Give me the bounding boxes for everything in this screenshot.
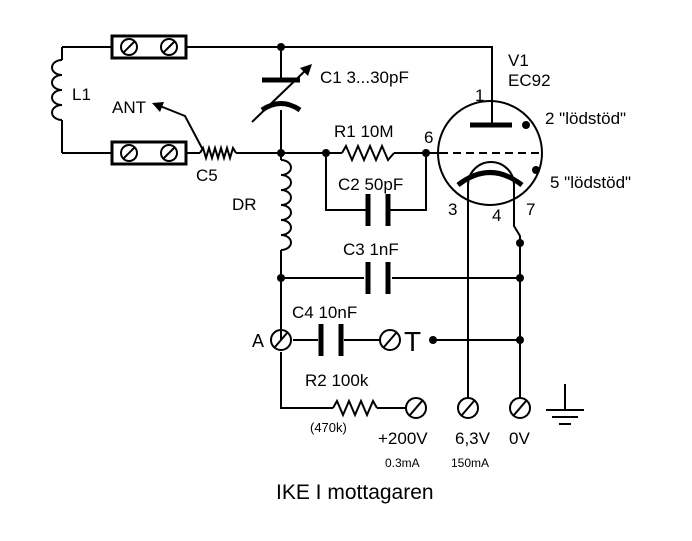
label-6v3: 6,3V bbox=[455, 429, 491, 448]
label-v1-name: V1 bbox=[508, 51, 529, 70]
label-6v3-current: 150mA bbox=[451, 456, 489, 470]
terminal-200v bbox=[405, 397, 427, 419]
label-r2-alt: (470k) bbox=[310, 420, 347, 435]
terminal-block-bottom bbox=[110, 140, 188, 166]
pin-4: 4 bbox=[492, 206, 501, 225]
label-0v: 0V bbox=[509, 429, 530, 448]
choke-dr bbox=[280, 159, 292, 251]
junction-dots bbox=[277, 43, 524, 344]
label-200v-current: 0.3mA bbox=[385, 456, 420, 470]
pin-1: 1 bbox=[475, 86, 484, 105]
resistor-r2 bbox=[332, 398, 378, 418]
capacitor-c3 bbox=[365, 262, 391, 294]
terminal-t-screw bbox=[379, 329, 401, 351]
resistor-r1 bbox=[341, 143, 395, 163]
capacitor-c2 bbox=[362, 194, 394, 226]
label-200v: +200V bbox=[378, 429, 428, 448]
label-c1: C1 3...30pF bbox=[320, 68, 409, 87]
label-c5: C5 bbox=[196, 166, 218, 185]
pin-3: 3 bbox=[448, 200, 457, 219]
pin-5: 5 "lödstöd" bbox=[550, 173, 631, 192]
capacitor-c5-gimmick bbox=[199, 144, 237, 162]
terminal-labels: A T +200V 0.3mA 6,3V 150mA 0V bbox=[252, 326, 530, 470]
label-c2: C2 50pF bbox=[338, 175, 403, 194]
tube-ec92 bbox=[437, 100, 543, 206]
label-c4: C4 10nF bbox=[292, 303, 357, 322]
capacitor-c4 bbox=[318, 324, 344, 356]
pin-2: 2 "lödstöd" bbox=[545, 109, 626, 128]
label-v1-type: EC92 bbox=[508, 71, 551, 90]
wires bbox=[61, 46, 521, 409]
ground-symbol bbox=[546, 384, 584, 425]
diagram-title: IKE I mottagaren bbox=[276, 481, 434, 504]
terminal-block-top bbox=[110, 34, 188, 60]
label-l1: L1 bbox=[72, 85, 91, 104]
label-r2: R2 100k bbox=[305, 371, 369, 390]
label-terminal-a: A bbox=[252, 331, 264, 351]
pin-labels: 1 2 "lödstöd" 5 "lödstöd" 6 3 4 7 bbox=[424, 86, 631, 225]
component-labels: L1 ANT C5 C1 3...30pF V1 EC92 R1 10M C2 … bbox=[72, 51, 551, 435]
inductor-l1 bbox=[51, 59, 63, 121]
label-terminal-t: T bbox=[404, 326, 421, 357]
label-r1: R1 10M bbox=[334, 122, 394, 141]
terminal-6v3 bbox=[457, 397, 479, 419]
pin-7: 7 bbox=[526, 200, 535, 219]
label-dr: DR bbox=[232, 195, 257, 214]
pin-6: 6 bbox=[424, 128, 433, 147]
antenna-lead bbox=[152, 102, 204, 151]
variable-capacitor-c1 bbox=[251, 64, 312, 123]
terminal-0v bbox=[509, 397, 531, 419]
label-ant: ANT bbox=[112, 98, 146, 117]
terminal-a bbox=[270, 329, 292, 351]
label-c3: C3 1nF bbox=[343, 240, 399, 259]
